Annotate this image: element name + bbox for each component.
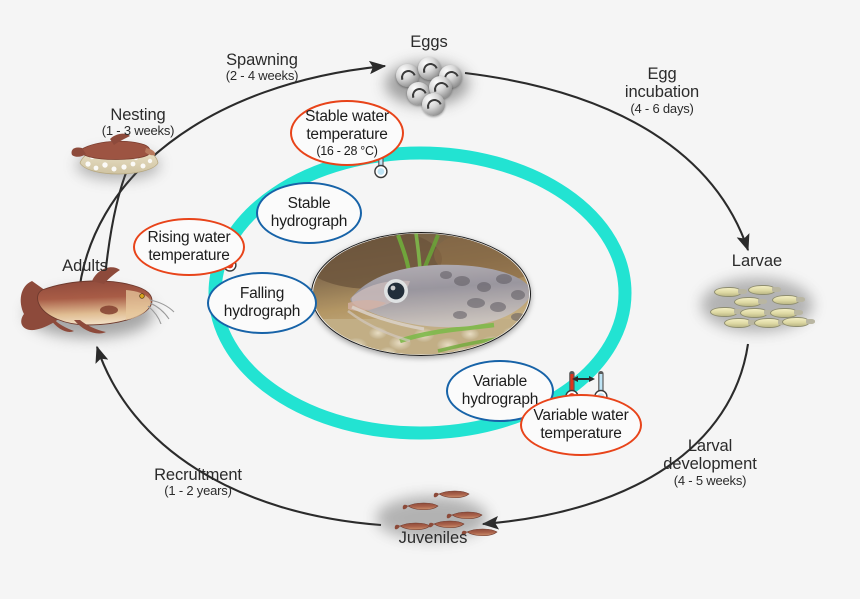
stage-label-egg-incubation: Egg incubation (4 - 6 days) [572, 65, 752, 116]
callout-line-2: temperature [148, 247, 230, 264]
larva-item [770, 308, 803, 318]
stage-title: Spawning [226, 51, 298, 69]
organism-label-adults: Adults [62, 257, 108, 275]
organism-label-eggs: Eggs [410, 33, 448, 51]
callout-line-1: Rising water [147, 229, 231, 247]
stage-label-nesting: Nesting (1 - 3 weeks) [58, 106, 218, 139]
stage-duration: (4 - 6 days) [630, 100, 694, 116]
egg-item [396, 64, 419, 87]
callout-rising-water-temperature[interactable]: Rising water temperature [133, 218, 245, 276]
larva-item [734, 297, 767, 307]
stage-duration: (2 - 4 weeks) [225, 68, 299, 84]
callout-line-1: Stable [287, 195, 331, 213]
stage-title: Egg [647, 65, 677, 83]
stage-label-larval-development: Larval development (4 - 5 weeks) [615, 437, 805, 488]
stage-duration: (1 - 3 weeks) [101, 123, 175, 139]
eggs-cluster [396, 56, 462, 116]
larva-item [754, 318, 787, 328]
stage-title: Nesting [110, 106, 166, 124]
adults-illustration [20, 267, 175, 338]
callout-line-1: Variable water [533, 407, 629, 425]
callout-stable-hydrograph[interactable]: Stable hydrograph [256, 182, 362, 244]
callout-line-2: hydrograph [270, 213, 348, 230]
larvae-cluster [710, 283, 815, 331]
callout-falling-hydrograph[interactable]: Falling hydrograph [207, 272, 317, 334]
larva-item [710, 307, 743, 317]
larva-item [782, 317, 815, 327]
callout-line-2: temperature [540, 425, 622, 442]
center-catfish-photo [311, 232, 531, 356]
stage-duration: (1 - 2 years) [164, 483, 232, 499]
larva-item [740, 308, 773, 318]
stage-label-recruitment: Recruitment (1 - 2 years) [103, 466, 293, 499]
callout-line-2: hydrograph [461, 391, 539, 408]
arc-spawning [76, 60, 387, 302]
larva-item [714, 287, 747, 297]
stage-title: Larval [687, 437, 733, 455]
organism-label-larvae: Larvae [731, 252, 783, 270]
stage-title2: development [663, 455, 757, 474]
callout-stable-water-temperature[interactable]: Stable water temperature (16 - 28 °C) [290, 100, 404, 166]
callout-line-1: Stable water [305, 108, 389, 125]
larva-item [724, 318, 757, 328]
stage-label-spawning: Spawning (2 - 4 weeks) [167, 51, 357, 84]
callout-line-1: Falling [239, 285, 285, 303]
callout-line-1: Variable [472, 373, 528, 391]
larva-item [748, 285, 781, 295]
organism-label-juveniles: Juveniles [398, 529, 468, 547]
egg-item [418, 57, 441, 80]
catfish-photo-art [313, 233, 529, 355]
stage-title: Recruitment [154, 466, 242, 484]
callout-line-2: hydrograph [223, 303, 301, 320]
egg-item [422, 93, 445, 116]
stage-duration: (4 - 5 weeks) [673, 472, 747, 488]
juveniles-illustration [376, 490, 498, 540]
callout-subtext: (16 - 28 °C) [316, 143, 378, 158]
arc-larval-development [481, 343, 750, 530]
stage-title2: incubation [624, 83, 700, 102]
larva-item [772, 295, 805, 305]
callout-variable-water-temperature[interactable]: Variable water temperature [520, 394, 642, 456]
nesting-illustration [71, 133, 160, 180]
arc-recruitment [95, 345, 382, 527]
callout-line-2: temperature [306, 125, 388, 143]
arc-egg-incubation [464, 71, 750, 252]
